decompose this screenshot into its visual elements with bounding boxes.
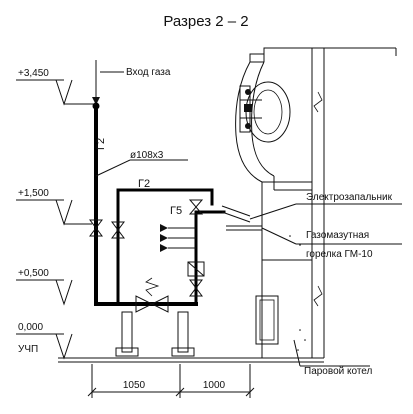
elevation-0000: 0,000: [18, 322, 43, 333]
section-title: Разрез 2 – 2: [163, 13, 248, 30]
dimension-1000: 1000: [203, 380, 226, 391]
elevation-0500: +0,500: [18, 268, 49, 279]
boiler-structure: [235, 47, 397, 358]
elevation-marks: +3,450 +1,500 +0,500 0,000 УЧП: [16, 68, 96, 360]
floor: [58, 357, 324, 363]
dimensions: 1050 1000: [87, 364, 255, 398]
burner-label-line2: горелка ГМ-10: [306, 249, 373, 260]
boiler-label: Паровой котел: [304, 366, 373, 377]
boiler-drum: [239, 81, 291, 143]
floor-label: УЧП: [18, 344, 38, 355]
burner-label-line1: Газомазутная: [306, 230, 369, 241]
dimension-1050: 1050: [123, 380, 146, 391]
horizontal-pipe-label: Г2: [138, 178, 150, 190]
callouts: Вход газа Электрозапальник Газомазутная …: [100, 67, 402, 377]
elevation-1500: +1,500: [18, 188, 49, 199]
riser-label: Г2: [95, 138, 107, 150]
branch-pipe-label: Г5: [170, 205, 182, 217]
pipe-diameter: ø108х3: [130, 150, 164, 161]
igniter-label: Электрозапальник: [306, 192, 393, 203]
gas-piping: [89, 60, 262, 357]
gas-inlet-label: Вход газа: [126, 67, 171, 78]
elevation-3450: +3,450: [18, 68, 49, 79]
